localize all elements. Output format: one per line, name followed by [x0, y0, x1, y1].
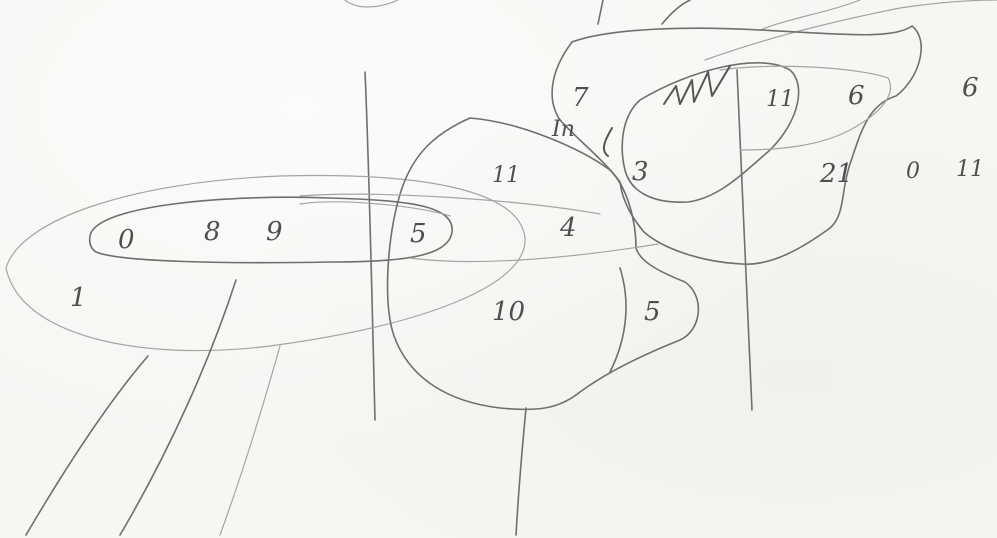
- label-bump-five: 5: [644, 297, 661, 327]
- center-region: [388, 118, 699, 409]
- left-divider-line: [365, 72, 375, 420]
- center-inner-curve: [610, 268, 626, 372]
- top-tick-stroke: [598, 0, 603, 24]
- label-right-eleven: 11: [766, 87, 794, 112]
- bottom-string-1: [26, 356, 148, 535]
- label-upper-seven: 7: [572, 83, 589, 113]
- top-right-stroke: [760, 0, 860, 30]
- label-left-c: 9: [266, 217, 283, 247]
- label-left-a: 0: [118, 225, 135, 255]
- in-hook-stroke: [604, 128, 612, 156]
- label-center-top: 11: [492, 163, 520, 188]
- center-cross-line-2: [300, 194, 600, 214]
- bottom-string-2: [120, 280, 236, 535]
- label-outside-zero: 0: [906, 159, 920, 184]
- label-upper-in: In: [551, 117, 575, 142]
- label-left-b: 8: [204, 217, 221, 247]
- label-shared-five: 5: [410, 219, 427, 249]
- center-cross-line: [410, 244, 658, 262]
- upper-right-blob: [552, 26, 921, 264]
- label-far-left: 1: [70, 283, 87, 313]
- inner-loop-overtrace: [300, 202, 450, 216]
- scratch-mark: [664, 66, 730, 104]
- label-edge-six: 6: [962, 73, 979, 103]
- top-scribble-stroke: [345, 0, 398, 7]
- top-arc-stroke: [662, 0, 690, 24]
- label-upper-three: 3: [632, 157, 649, 187]
- label-outside-eleven: 11: [956, 157, 984, 182]
- label-center-mid: 4: [559, 213, 577, 243]
- upper-right-overtrace: [720, 66, 890, 150]
- right-divider-line: [737, 70, 752, 410]
- bottom-string-3: [220, 346, 280, 535]
- bottom-string-4: [516, 408, 526, 535]
- label-right-six: 6: [848, 81, 865, 111]
- label-center-bottom: 10: [492, 297, 525, 327]
- label-right-twentyone: 21: [819, 159, 853, 189]
